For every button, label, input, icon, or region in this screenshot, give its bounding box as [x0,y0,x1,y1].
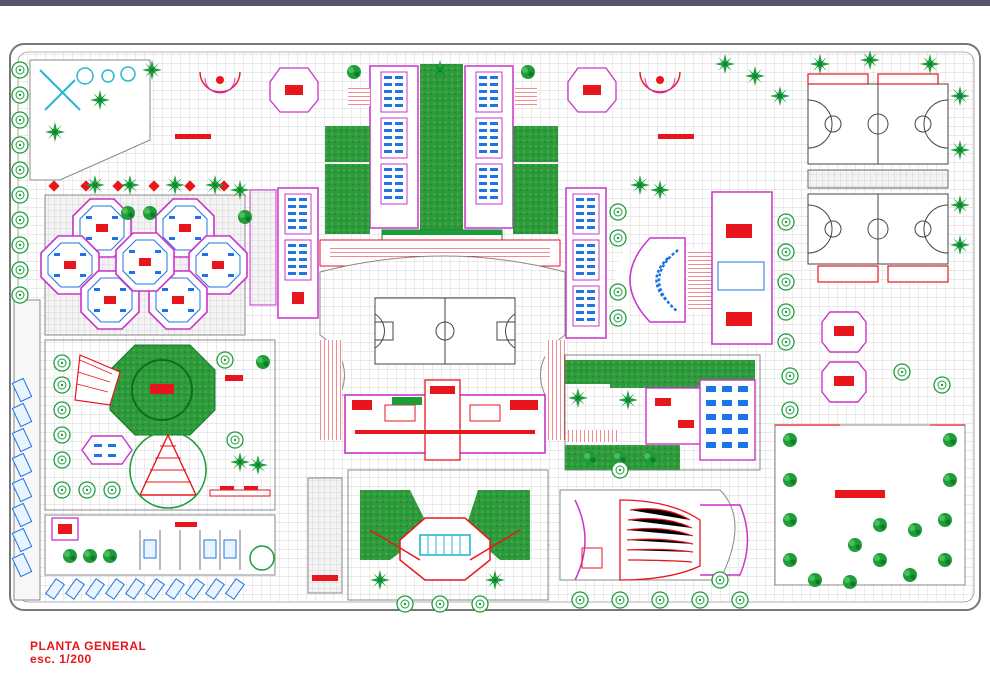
main-entrance [307,469,549,613]
sports-courts [715,50,970,283]
sports-field [774,424,966,589]
left-garden [44,339,276,511]
top-pavilions [199,65,694,139]
octagonal-classrooms [40,180,248,336]
right-pavilions [781,311,951,419]
drawing-title: PLANTA GENERAL [30,639,147,653]
site-plan-drawing [9,43,981,613]
auditorium [525,489,749,581]
administration-building [344,379,546,461]
drawing-title-block: PLANTA GENERAL esc. 1/200 [30,640,146,666]
upper-classroom-wings [325,60,558,243]
central-basketball-court [319,255,567,440]
laboratory-block [564,354,761,471]
bottom-left-services [44,514,276,576]
library-semicircle [609,191,795,351]
viewport-top-bar [0,0,990,6]
parking-strip [11,299,245,601]
side-classroom-blocks [249,187,607,339]
drawing-scale: esc. 1/200 [30,652,92,666]
playground-area [11,59,211,304]
